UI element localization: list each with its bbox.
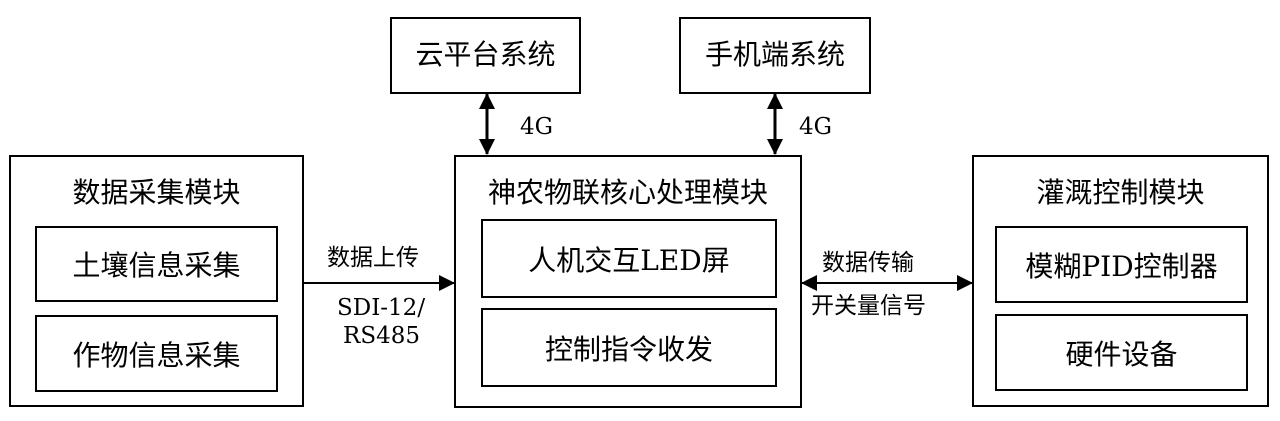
hardware-device-label: 硬件设备: [1065, 337, 1178, 371]
crop-info-collection-label: 作物信息采集: [72, 338, 241, 372]
control-command-box: 控制指令收发: [481, 308, 777, 387]
soil-info-collection-box: 土壤信息采集: [35, 226, 278, 302]
fuzzy-pid-box: 模糊PID控制器: [995, 226, 1248, 303]
switch-signal-label: 开关量信号: [811, 293, 926, 319]
soil-info-collection-label: 土壤信息采集: [72, 249, 241, 282]
interface-label-1: SDI-12/: [337, 295, 426, 321]
hmi-led-screen-box: 人机交互LED屏: [481, 219, 777, 298]
interface-label-2: RS485: [343, 323, 420, 349]
cloud-link-label: 4G: [520, 114, 554, 140]
irrigation-control-title: 灌溉控制模块: [1036, 176, 1205, 209]
irrigation-control-module: 灌溉控制模块 模糊PID控制器 硬件设备: [972, 155, 1269, 407]
mobile-system-label: 手机端系统: [704, 38, 845, 71]
cloud-platform-box: 云平台系统: [390, 17, 581, 94]
hardware-device-box: 硬件设备: [995, 314, 1248, 391]
mobile-link-label: 4G: [799, 114, 833, 140]
fuzzy-pid-label: 模糊PID控制器: [1025, 249, 1218, 283]
control-command-label: 控制指令收发: [544, 332, 713, 366]
transfer-label: 数据传输: [822, 250, 914, 276]
hmi-led-screen-label: 人机交互LED屏: [528, 243, 730, 277]
cloud-platform-label: 云平台系统: [415, 38, 556, 71]
upload-label: 数据上传: [327, 245, 419, 271]
data-collection-module: 数据采集模块 土壤信息采集 作物信息采集: [9, 155, 304, 407]
core-processing-module: 神农物联核心处理模块 人机交互LED屏 控制指令收发: [454, 155, 802, 408]
data-collection-title: 数据采集模块: [72, 176, 241, 209]
core-processing-title: 神农物联核心处理模块: [487, 176, 768, 209]
crop-info-collection-box: 作物信息采集: [35, 315, 278, 392]
mobile-system-box: 手机端系统: [679, 17, 871, 94]
